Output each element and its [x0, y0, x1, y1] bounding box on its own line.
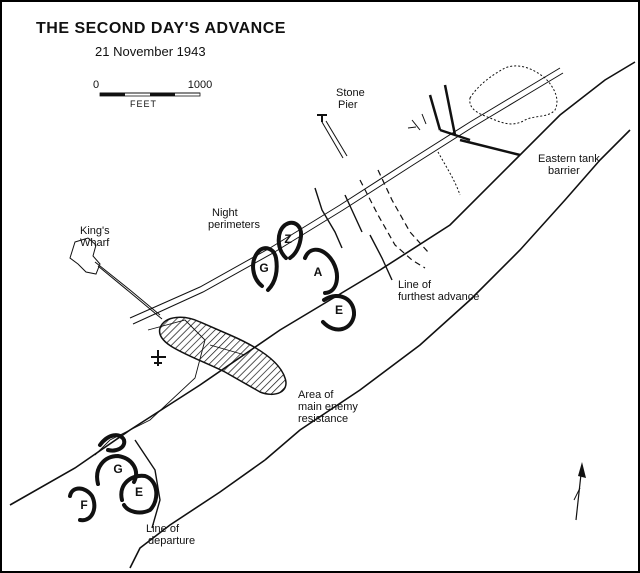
- svg-text:E: E: [335, 303, 343, 317]
- line-of-departure: Line of departure: [134, 439, 195, 547]
- enemy-resistance-area: [158, 316, 287, 396]
- svg-text:furthest advance: furthest advance: [398, 291, 479, 303]
- perimeter-e-lower: E: [119, 473, 159, 515]
- scale-unit: FEET: [130, 99, 157, 109]
- scale-end: 1000: [188, 79, 212, 91]
- svg-text:A: A: [314, 265, 323, 279]
- svg-text:main enemy: main enemy: [298, 401, 358, 413]
- eastern-tank-barrier: Eastern tank barrier: [428, 84, 600, 177]
- night-perimeters-label-1: Night: [212, 207, 238, 219]
- perimeter-e-upper: E: [321, 294, 356, 332]
- map-date: 21 November 1943: [95, 44, 206, 59]
- svg-text:E: E: [135, 485, 143, 499]
- svg-text:Area of: Area of: [298, 389, 334, 401]
- svg-text:Line of: Line of: [398, 279, 432, 291]
- stone-pier: Stone Pier: [317, 87, 365, 159]
- vegetation-area: [407, 65, 558, 196]
- tank-barrier-label-1: Eastern tank: [538, 153, 600, 165]
- perimeter-a: A: [303, 247, 339, 295]
- kings-wharf: King's Wharf: [69, 225, 163, 320]
- svg-text:G: G: [113, 462, 122, 476]
- line-of-furthest-advance: Line of furthest advance: [314, 169, 479, 303]
- kings-wharf-label-1: King's: [80, 225, 110, 237]
- svg-text:G: G: [259, 261, 268, 275]
- perimeter-lower-top: [98, 433, 127, 453]
- svg-text:resistance: resistance: [298, 413, 348, 425]
- island-road: [129, 67, 564, 325]
- svg-text:Line of: Line of: [146, 523, 180, 535]
- ocean-shore-west: [129, 459, 266, 569]
- perimeter-f: F: [68, 486, 97, 523]
- scale-start: 0: [93, 79, 99, 91]
- lagoon-shore: [9, 61, 636, 506]
- svg-text:departure: departure: [148, 535, 195, 547]
- north-arrow-icon: [573, 462, 586, 521]
- tank-barrier-label-2: barrier: [548, 165, 580, 177]
- perimeter-z: Z: [276, 220, 304, 260]
- stone-pier-label-2: Pier: [338, 99, 358, 111]
- perimeter-g-upper: G: [251, 246, 279, 292]
- island-coastline: [9, 61, 636, 569]
- aircraft-wreck-icon: [151, 350, 166, 366]
- svg-text:Z: Z: [284, 232, 291, 246]
- enemy-resistance-label: Area of main enemy resistance: [298, 389, 358, 425]
- scale-bar: 0 1000 FEET: [93, 79, 212, 109]
- perimeter-g-lower: G: [95, 453, 138, 486]
- stone-pier-label-1: Stone: [336, 87, 365, 99]
- map-title: THE SECOND DAY'S ADVANCE: [36, 20, 286, 37]
- svg-text:F: F: [80, 498, 87, 512]
- night-perimeters-label-2: perimeters: [208, 219, 260, 231]
- kings-wharf-label-2: Wharf: [80, 237, 110, 249]
- ocean-shore: [264, 129, 631, 461]
